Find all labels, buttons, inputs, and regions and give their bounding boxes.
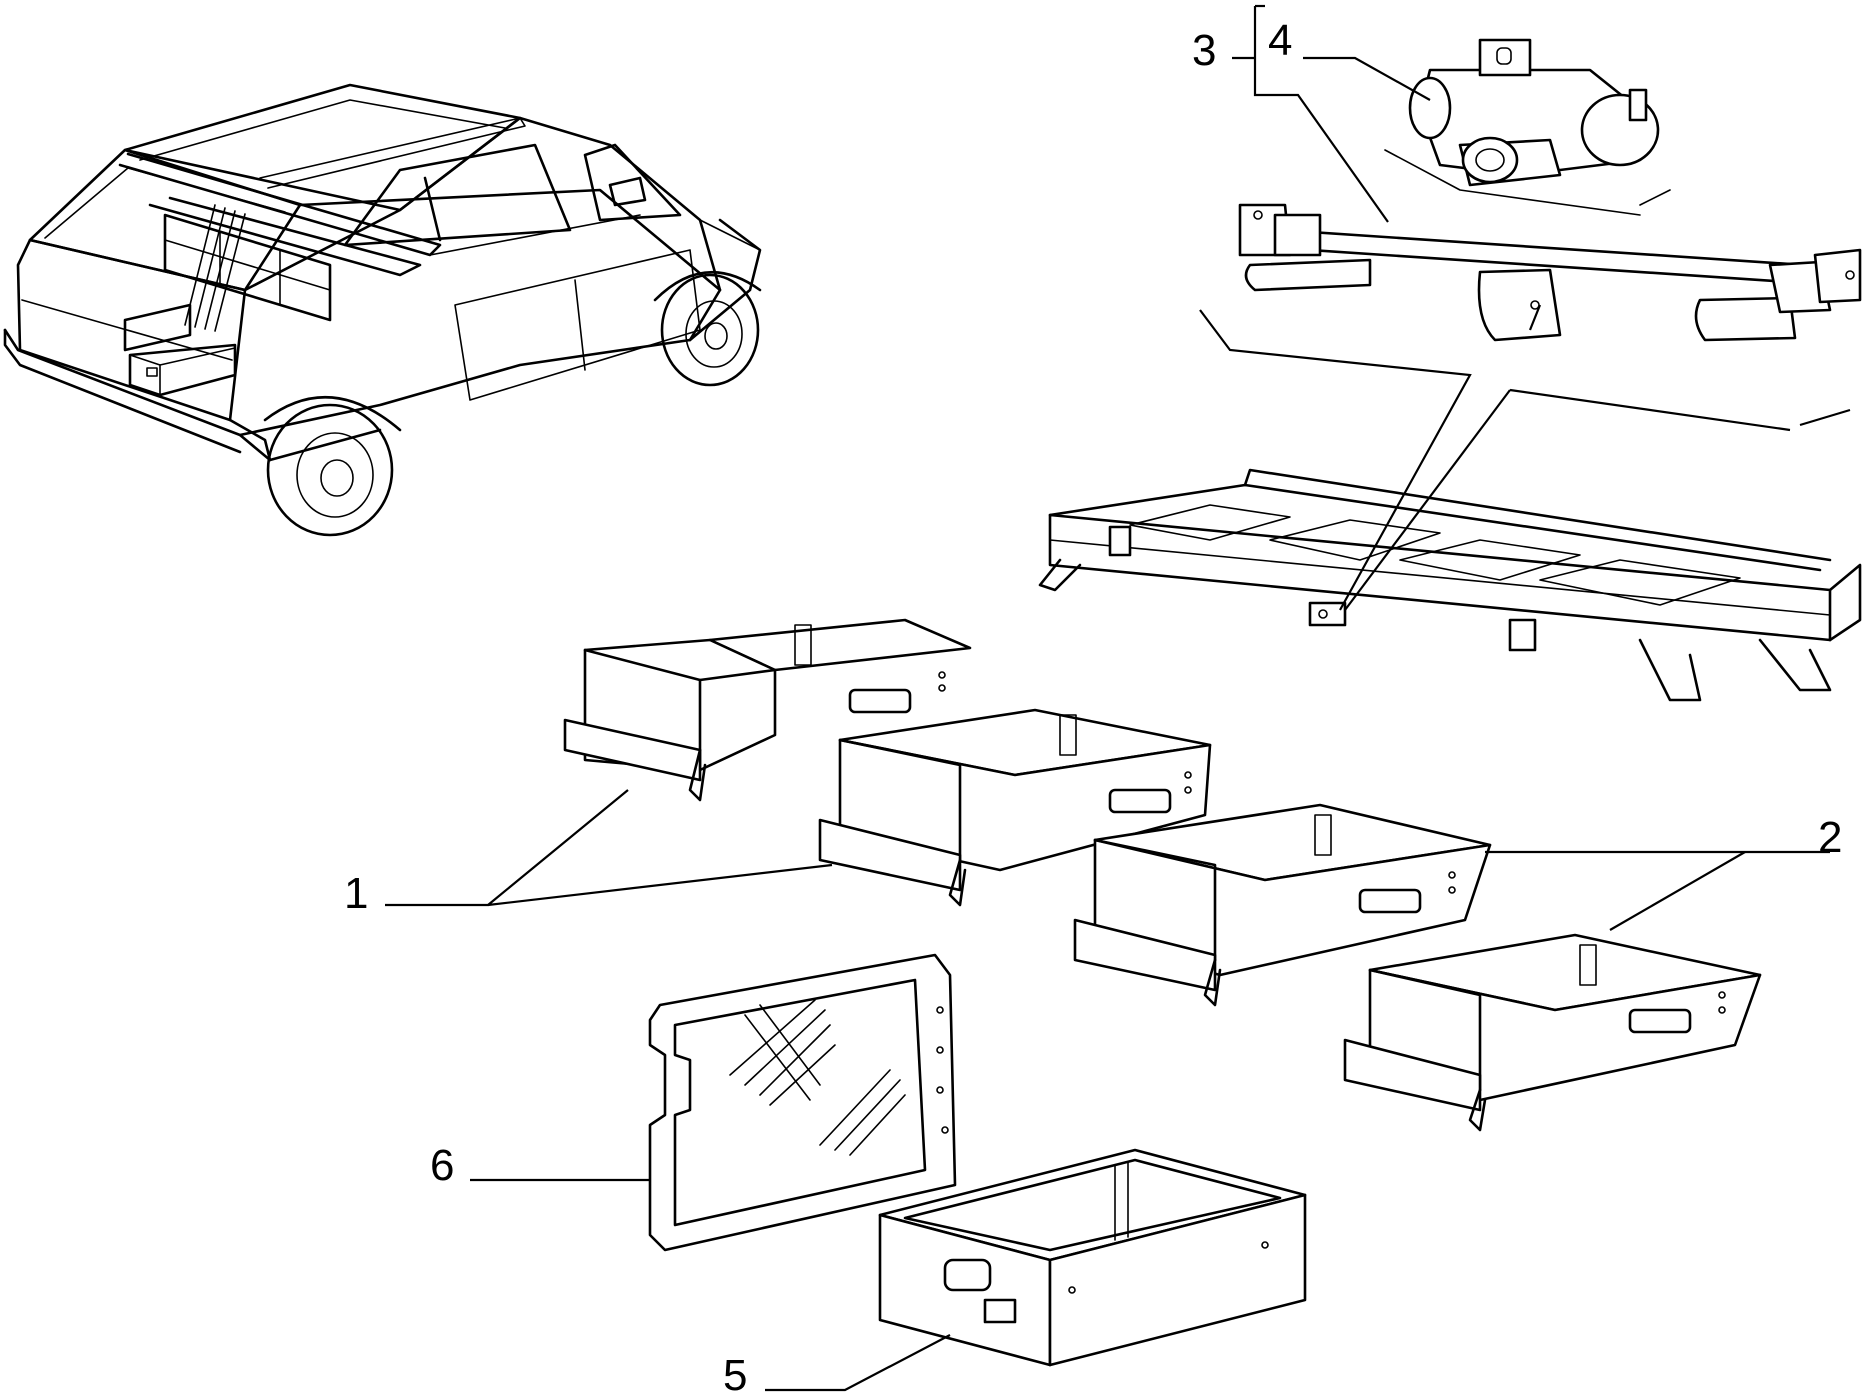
storage-box — [878, 1148, 1307, 1367]
callout-4: 4 — [1268, 16, 1292, 65]
support-bar-assembly — [1238, 203, 1862, 342]
drawer-right-lower — [1343, 933, 1762, 1132]
callout-1: 1 — [344, 869, 368, 918]
drawer-upper-left — [563, 618, 972, 802]
callout-5: 5 — [723, 1351, 747, 1392]
leader-lines — [385, 4, 1851, 1392]
callout-3: 3 — [1192, 26, 1216, 75]
callout-2: 2 — [1818, 813, 1842, 862]
bracket-clamp — [1384, 38, 1671, 216]
car-illustration — [3, 83, 762, 537]
glass-lid-panel — [648, 953, 957, 1252]
rack-frame — [1038, 468, 1862, 702]
drawer-right-upper — [1073, 803, 1492, 1007]
callout-6: 6 — [430, 1141, 454, 1190]
callout-labels: 1 2 3 4 5 6 — [344, 16, 1842, 1392]
